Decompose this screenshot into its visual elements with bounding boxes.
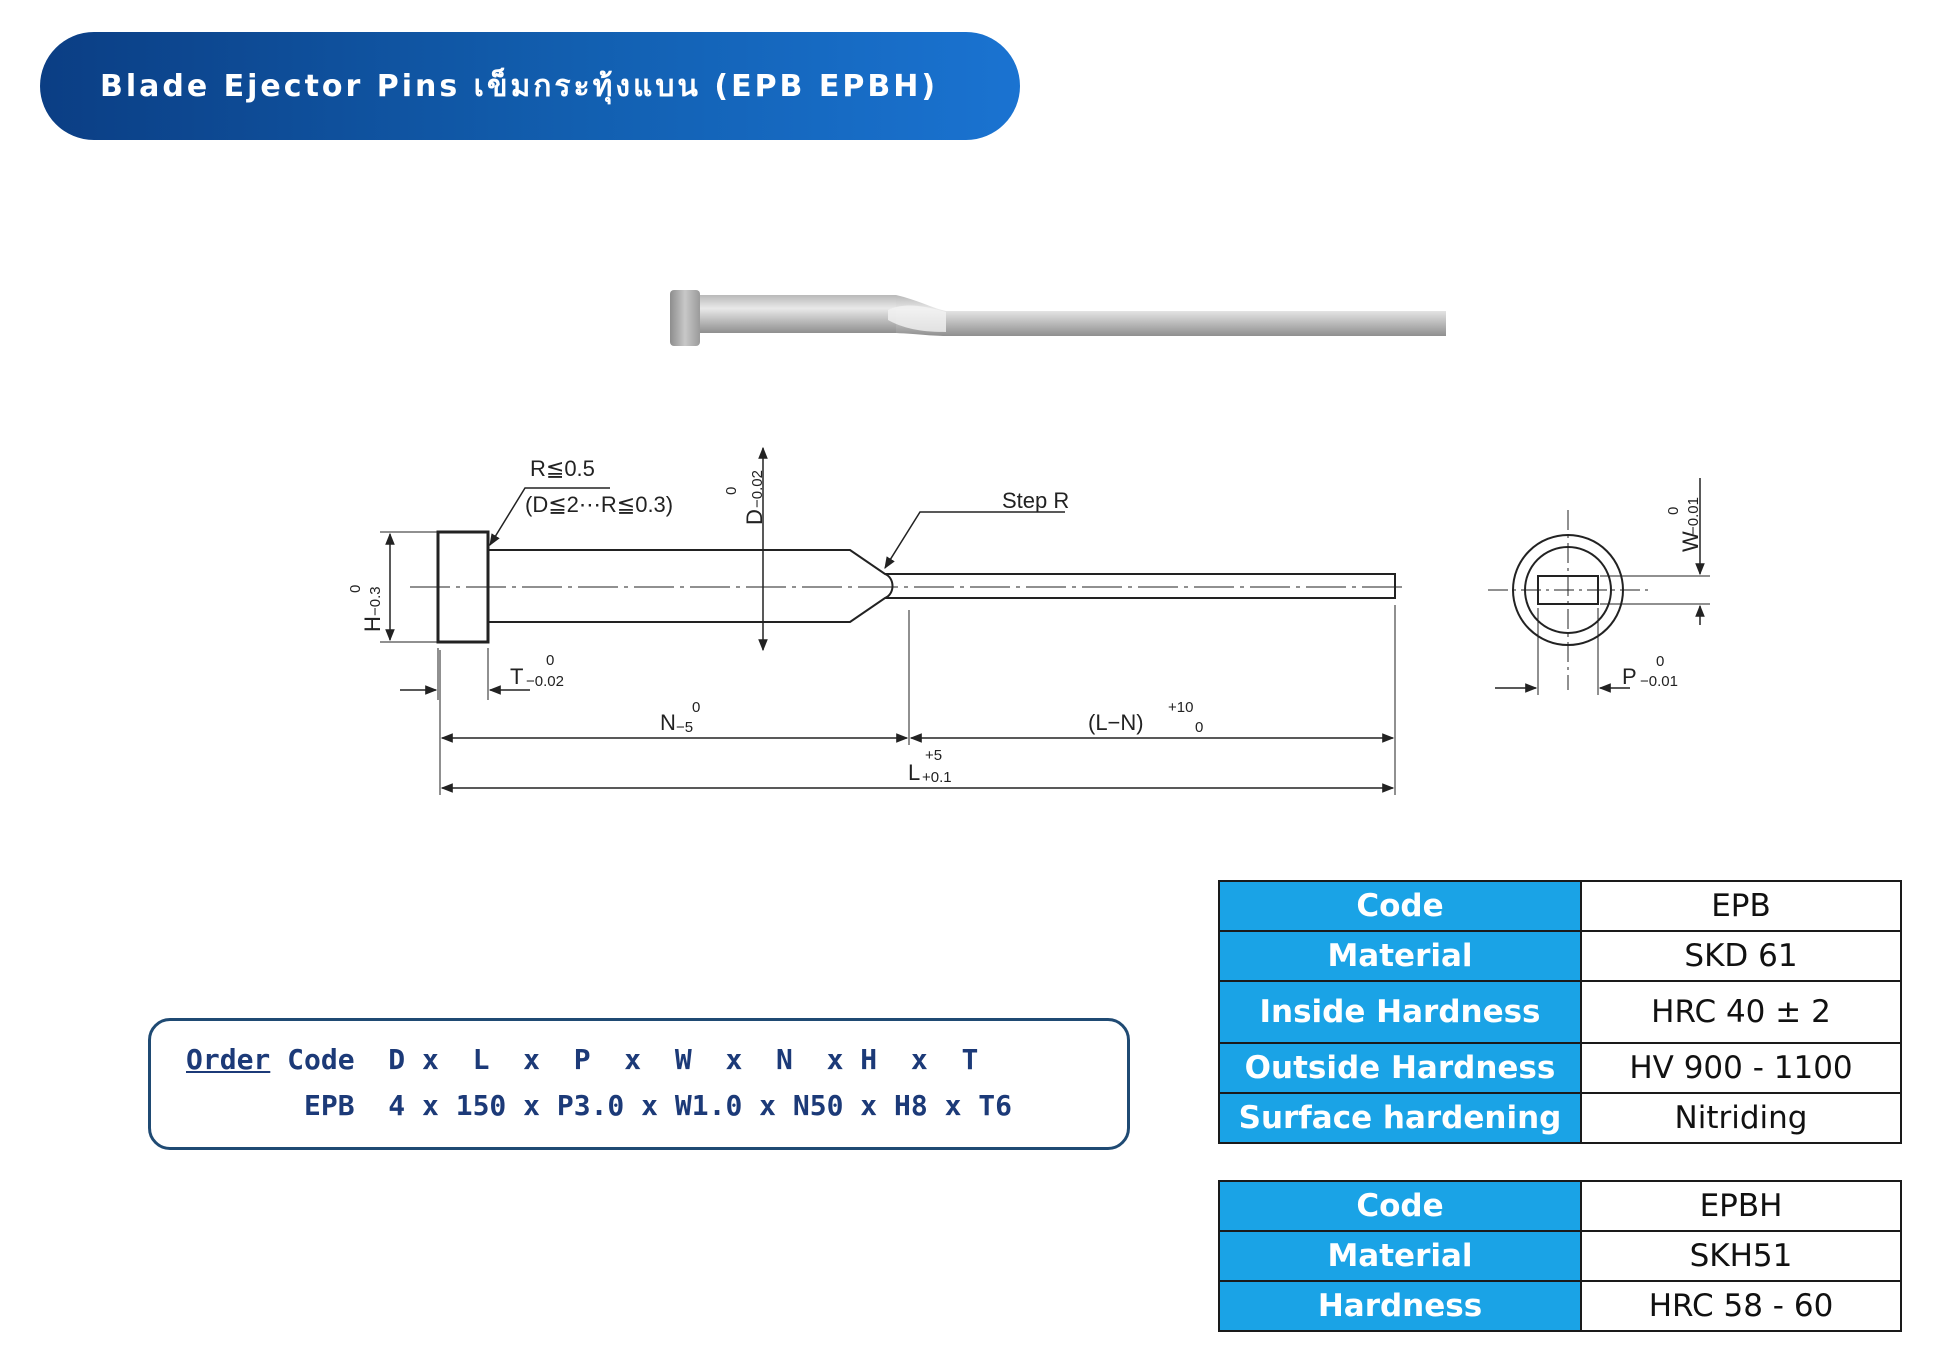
spec-value: EPB bbox=[1580, 880, 1902, 932]
w-tol-upper: 0 bbox=[1665, 507, 1682, 515]
table-row: Outside Hardness HV 900 - 1100 bbox=[1218, 1042, 1902, 1094]
order-code-format: Code D x L x P x W x N x H x T bbox=[287, 1043, 979, 1076]
spec-key: Surface hardening bbox=[1218, 1092, 1582, 1144]
spec-value: SKD 61 bbox=[1580, 930, 1902, 982]
n-tol-lower: −5 bbox=[676, 719, 693, 736]
d-dim-label: D bbox=[742, 509, 767, 525]
step-r-label: Step R bbox=[1002, 488, 1069, 513]
ln-tol-lower: 0 bbox=[1195, 719, 1203, 736]
order-label: Order bbox=[186, 1043, 271, 1076]
table-row: Material SKD 61 bbox=[1218, 930, 1902, 982]
radius-note: R≦0.5 bbox=[530, 456, 595, 481]
t-tol-lower: −0.02 bbox=[526, 673, 564, 690]
h-dim-label: H bbox=[360, 616, 385, 632]
technical-drawing: R≦0.5 (D≦2⋯R≦0.3) Step R D 0 −0.02 H 0 −… bbox=[347, 446, 1710, 795]
spec-value: HRC 58 - 60 bbox=[1580, 1280, 1902, 1332]
spec-key: Inside Hardness bbox=[1218, 980, 1582, 1044]
t-tol-upper: 0 bbox=[546, 652, 554, 669]
spec-key: Code bbox=[1218, 1180, 1582, 1232]
table-row: Surface hardening Nitriding bbox=[1218, 1092, 1902, 1144]
spec-key: Code bbox=[1218, 880, 1582, 932]
spec-key: Outside Hardness bbox=[1218, 1042, 1582, 1094]
table-row: Material SKH51 bbox=[1218, 1230, 1902, 1282]
ln-dim-label: (L−N) bbox=[1088, 710, 1144, 735]
table-row: Code EPBH bbox=[1218, 1180, 1902, 1232]
w-tol-lower: −0.01 bbox=[1685, 497, 1702, 535]
page-title: Blade Ejector Pins เข็มกระทุ้งแบน (EPB E… bbox=[100, 68, 939, 104]
p-tol-lower: −0.01 bbox=[1640, 673, 1678, 690]
spec-table-epb: Code EPB Material SKD 61 Inside Hardness… bbox=[1218, 880, 1902, 1144]
radius-note-sub: (D≦2⋯R≦0.3) bbox=[525, 492, 673, 517]
w-dim-label: W bbox=[1678, 531, 1703, 552]
spec-value: EPBH bbox=[1580, 1180, 1902, 1232]
d-tol-upper: 0 bbox=[723, 487, 740, 495]
d-tol-lower: −0.02 bbox=[749, 470, 766, 508]
ln-tol-upper: +10 bbox=[1168, 699, 1193, 716]
l-tol-upper: +5 bbox=[925, 747, 942, 764]
spec-value: HV 900 - 1100 bbox=[1580, 1042, 1902, 1094]
p-tol-upper: 0 bbox=[1656, 653, 1664, 670]
side-view bbox=[380, 446, 1405, 795]
spec-key: Material bbox=[1218, 930, 1582, 982]
h-tol-lower: −0.3 bbox=[367, 586, 384, 616]
table-row: Inside Hardness HRC 40 ± 2 bbox=[1218, 980, 1902, 1044]
spec-value: SKH51 bbox=[1580, 1230, 1902, 1282]
l-dim-label: L bbox=[908, 760, 920, 785]
l-tol-lower: +0.1 bbox=[922, 769, 952, 786]
order-code-example: EPB 4 x 150 x P3.0 x W1.0 x N50 x H8 x T… bbox=[186, 1089, 1013, 1122]
spec-value: HRC 40 ± 2 bbox=[1580, 980, 1902, 1044]
title-banner: Blade Ejector Pins เข็มกระทุ้งแบน (EPB E… bbox=[40, 32, 1020, 140]
order-code-box: Order Code D x L x P x W x N x H x T EPB… bbox=[148, 1018, 1130, 1150]
spec-value: Nitriding bbox=[1580, 1092, 1902, 1144]
order-code-row-header: Order Code D x L x P x W x N x H x T bbox=[186, 1043, 978, 1083]
n-dim-label: N bbox=[660, 710, 676, 735]
p-dim-label: P bbox=[1622, 664, 1637, 689]
spec-key: Hardness bbox=[1218, 1280, 1582, 1332]
t-dim-label: T bbox=[510, 664, 523, 689]
spec-key: Material bbox=[1218, 1230, 1582, 1282]
product-photo bbox=[670, 290, 1446, 346]
end-view bbox=[1488, 478, 1710, 695]
n-tol-upper: 0 bbox=[692, 699, 700, 716]
spec-table-epbh: Code EPBH Material SKH51 Hardness HRC 58… bbox=[1218, 1180, 1902, 1332]
table-row: Code EPB bbox=[1218, 880, 1902, 932]
table-row: Hardness HRC 58 - 60 bbox=[1218, 1280, 1902, 1332]
h-tol-upper: 0 bbox=[347, 585, 364, 593]
